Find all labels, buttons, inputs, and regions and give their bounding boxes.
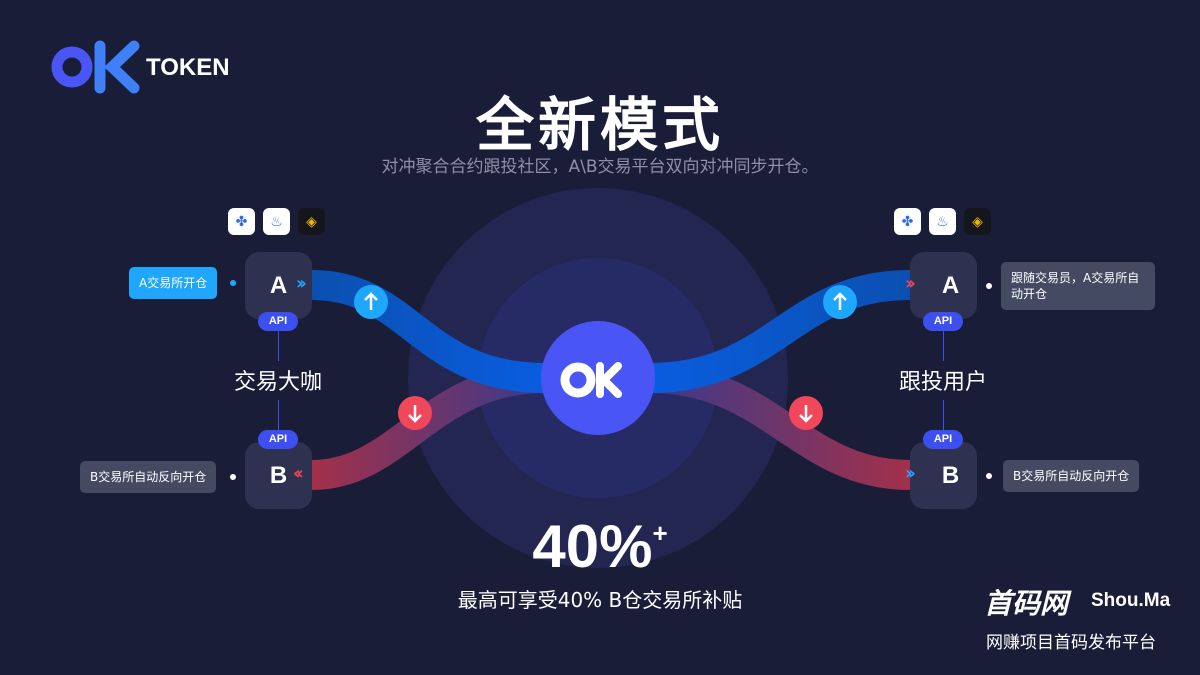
brand-logo xyxy=(51,40,140,94)
binance-icon: ◈ xyxy=(298,208,325,235)
connector xyxy=(943,331,944,361)
node-right-a: A xyxy=(910,252,977,319)
up-arrow-icon xyxy=(823,285,857,319)
dot xyxy=(230,474,236,480)
stat-suffix: + xyxy=(652,518,668,548)
api-badge: API xyxy=(923,430,963,449)
role-follower: 跟投用户 xyxy=(898,370,987,395)
down-arrow-icon xyxy=(398,396,432,430)
okex-icon: ✤ xyxy=(228,208,255,235)
node-left-b: B xyxy=(245,442,312,509)
connector xyxy=(278,400,279,430)
chevrons-right-icon: ›› xyxy=(905,273,916,294)
down-arrow-icon xyxy=(789,396,823,430)
blue-flow-right xyxy=(649,270,911,393)
exchange-icons-right: ✤ ♨ ◈ xyxy=(894,208,991,235)
node-label: A xyxy=(941,271,960,299)
node-label: B xyxy=(941,461,960,489)
logo-k xyxy=(596,362,622,398)
tag-left-b: B交易所自动反向开仓 xyxy=(80,461,217,493)
node-label: A xyxy=(269,271,288,299)
api-badge: API xyxy=(258,430,298,449)
connector xyxy=(278,331,279,361)
stat-caption: 最高可享受40% B仓交易所补贴 xyxy=(457,588,743,612)
binance-icon: ◈ xyxy=(964,208,991,235)
node-left-a: A xyxy=(245,252,312,319)
exchange-icons-left: ✤ ♨ ◈ xyxy=(228,208,325,235)
stat-number: 40% xyxy=(532,513,653,580)
dot xyxy=(986,283,992,289)
tag-right-b: B交易所自动反向开仓 xyxy=(1003,460,1140,492)
node-right-b: B xyxy=(910,442,977,509)
up-arrow-icon xyxy=(354,285,388,319)
node-label: B xyxy=(269,461,288,489)
page-subtitle: 对冲聚合合约跟投社区，A\B交易平台双向对冲同步开仓。 xyxy=(381,157,819,177)
api-badge: API xyxy=(923,312,963,331)
dot xyxy=(230,280,236,286)
chevrons-right-icon: ›› xyxy=(905,463,916,484)
watermark-site: Shou.Ma xyxy=(1091,590,1171,611)
huobi-icon: ♨ xyxy=(929,208,956,235)
tag-right-a: 跟随交易员，A交易所自动开仓 xyxy=(1001,262,1155,310)
stat-value: 40%+ xyxy=(0,512,1200,581)
huobi-icon: ♨ xyxy=(263,208,290,235)
brand-name: TOKEN xyxy=(146,54,230,81)
api-badge: API xyxy=(258,312,298,331)
chevrons-right-icon: ›› xyxy=(296,273,307,294)
tag-left-a: A交易所开仓 xyxy=(129,267,218,299)
watermark-logo: 首码网 xyxy=(984,587,1069,620)
connector xyxy=(943,400,944,430)
okex-icon: ✤ xyxy=(894,208,921,235)
role-trader: 交易大咖 xyxy=(233,370,322,395)
watermark-slogan: 网赚项目首码发布平台 xyxy=(986,633,1156,653)
logo-o xyxy=(560,362,596,398)
page-title: 全新模式 xyxy=(475,91,724,159)
dot xyxy=(986,473,992,479)
blue-flow-left xyxy=(311,270,546,393)
chevrons-left-icon: ‹‹ xyxy=(293,463,304,484)
